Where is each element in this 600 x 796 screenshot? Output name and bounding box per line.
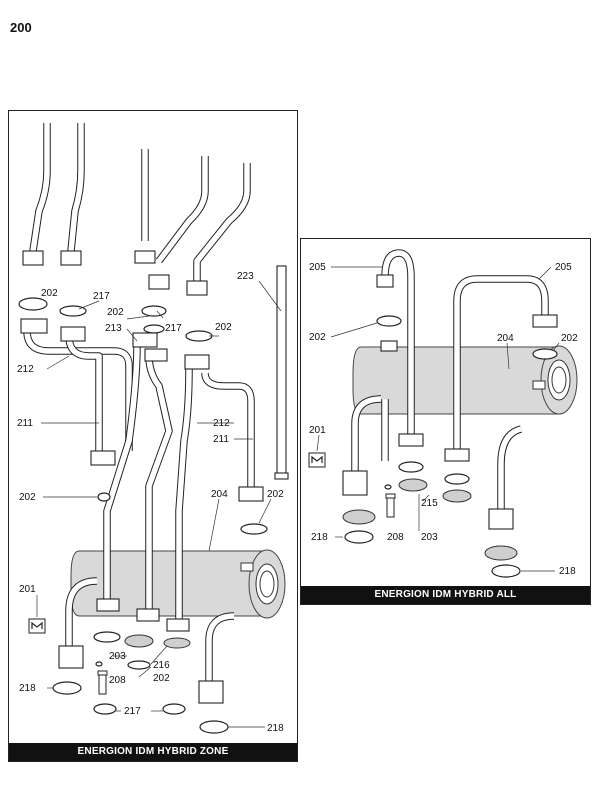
label-208: 208 xyxy=(109,675,126,686)
label-218-a-all: 218 xyxy=(311,532,328,543)
label-202-f: 202 xyxy=(153,673,170,684)
lower-pipes-all xyxy=(308,395,523,530)
label-217-c: 217 xyxy=(124,706,141,717)
label-202-a: 202 xyxy=(41,288,58,299)
label-202-e: 202 xyxy=(267,489,284,500)
label-203: 203 xyxy=(109,651,126,662)
label-217-b: 217 xyxy=(165,323,182,334)
label-202-b-all: 202 xyxy=(561,333,578,344)
label-216: 216 xyxy=(153,660,170,671)
rings-top-zone xyxy=(18,297,268,535)
rings-upper-all xyxy=(376,315,558,503)
label-211-b: 211 xyxy=(213,434,229,445)
label-208-all: 208 xyxy=(387,532,404,543)
label-205-a: 205 xyxy=(309,262,326,273)
panel-zone-title: ENERGION IDM HYBRID ZONE xyxy=(9,743,297,761)
callout-labels-all: 205 205 202 204 202 201 215 218 208 203 … xyxy=(309,262,578,577)
page-number: 200 xyxy=(10,20,32,35)
label-203-all: 203 xyxy=(421,532,438,543)
label-202-d: 202 xyxy=(19,492,36,503)
label-212-b: 212 xyxy=(213,418,230,429)
tank-204-zone xyxy=(70,549,286,619)
leader-lines-zone xyxy=(36,280,282,728)
manifold-pipes-zone xyxy=(23,330,264,632)
label-201-all: 201 xyxy=(309,425,326,436)
rod-223 xyxy=(274,265,289,480)
leader-lines-all xyxy=(316,266,560,572)
label-218-a: 218 xyxy=(19,683,36,694)
panel-all-title: ENERGION IDM HYBRID ALL xyxy=(301,586,590,604)
label-202-b: 202 xyxy=(107,307,124,318)
top-pipes-zone xyxy=(22,123,251,296)
bottom-pipes-zone xyxy=(28,577,235,704)
panel-hybrid-zone: 202 217 202 213 217 202 223 212 211 212 … xyxy=(8,110,298,762)
callout-labels-zone: 202 217 202 213 217 202 223 212 211 212 … xyxy=(17,271,284,734)
label-211-a: 211 xyxy=(17,418,33,429)
upper-pipes-all xyxy=(376,249,558,462)
label-223: 223 xyxy=(237,271,254,282)
label-217-a: 217 xyxy=(93,291,110,302)
label-215: 215 xyxy=(421,498,438,509)
label-212-a: 212 xyxy=(17,364,34,375)
label-218-b: 218 xyxy=(267,723,284,734)
rings-lower-all xyxy=(342,509,521,578)
zone-diagram: 202 217 202 213 217 202 223 212 211 212 … xyxy=(17,123,289,734)
label-205-b: 205 xyxy=(555,262,572,273)
rings-bottom-zone xyxy=(52,631,229,734)
label-218-b-all: 218 xyxy=(559,566,576,577)
panel-hybrid-all: 205 205 202 204 202 201 215 218 208 203 … xyxy=(300,238,591,605)
label-202-a-all: 202 xyxy=(309,332,326,343)
label-213: 213 xyxy=(105,323,122,334)
label-204: 204 xyxy=(211,489,228,500)
label-201: 201 xyxy=(19,584,36,595)
label-202-c: 202 xyxy=(215,322,232,333)
label-204-all: 204 xyxy=(497,333,514,344)
all-diagram: 205 205 202 204 202 201 215 218 208 203 … xyxy=(308,249,578,578)
